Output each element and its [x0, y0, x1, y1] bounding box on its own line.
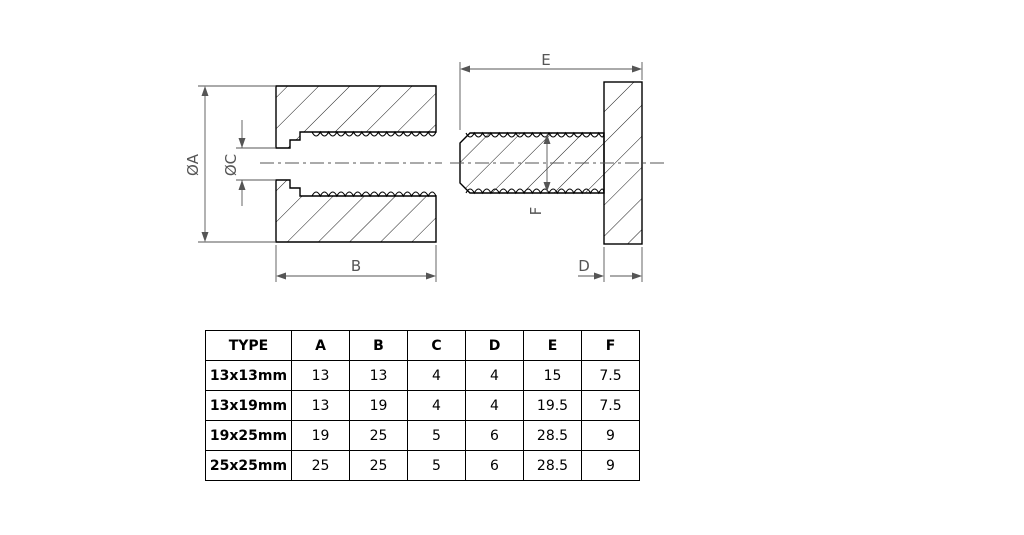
- cell-e: 19.5: [523, 390, 582, 421]
- dimension-c: [236, 120, 276, 206]
- dimension-c-label: ØC: [222, 154, 240, 176]
- table-row: 19x25mm 19 25 5 6 28.5 9: [205, 420, 640, 451]
- dimension-f: [543, 134, 551, 192]
- sleeve-internal-thread-top: [311, 130, 437, 137]
- sleeve-upper-half: [275, 85, 437, 149]
- table-row: 25x25mm 25 25 5 6 28.5 9: [205, 450, 640, 481]
- cell-b: 19: [349, 390, 408, 421]
- sleeve-internal-thread-bottom: [311, 191, 437, 198]
- dimension-a: [198, 85, 276, 243]
- dimension-f-label: F: [527, 207, 545, 216]
- cell-f: 9: [581, 420, 640, 451]
- cell-d: 4: [465, 360, 524, 391]
- header-b: B: [349, 330, 408, 361]
- table-row: 13x19mm 13 19 4 4 19.5 7.5: [205, 390, 640, 421]
- cell-e: 28.5: [523, 450, 582, 481]
- table-row: 13x13mm 13 13 4 4 15 7.5: [205, 360, 640, 391]
- screw-external-thread-bottom: [465, 188, 605, 195]
- table-header-row: TYPE A B C D E F: [205, 330, 640, 361]
- cell-e: 28.5: [523, 420, 582, 451]
- header-f: F: [581, 330, 640, 361]
- sleeve-section: [275, 85, 437, 243]
- cell-type: 13x13mm: [205, 360, 292, 391]
- cell-type: 13x19mm: [205, 390, 292, 421]
- cell-f: 7.5: [581, 390, 640, 421]
- cell-type: 25x25mm: [205, 450, 292, 481]
- cell-d: 6: [465, 420, 524, 451]
- cell-e: 15: [523, 360, 582, 391]
- dimensions-table: TYPE A B C D E F 13x13mm 13 13 4 4 15 7.…: [205, 330, 640, 481]
- dimension-b: [275, 245, 437, 282]
- header-d: D: [465, 330, 524, 361]
- screw-external-thread-top: [465, 131, 605, 138]
- cell-b: 25: [349, 420, 408, 451]
- cell-f: 9: [581, 450, 640, 481]
- cell-f: 7.5: [581, 360, 640, 391]
- header-type: TYPE: [205, 330, 292, 361]
- cell-c: 4: [407, 390, 466, 421]
- dimension-b-label: B: [351, 257, 361, 275]
- cell-type: 19x25mm: [205, 420, 292, 451]
- dimension-d: [578, 247, 643, 282]
- cell-a: 25: [291, 450, 350, 481]
- header-e: E: [523, 330, 582, 361]
- cell-a: 13: [291, 360, 350, 391]
- cell-c: 5: [407, 420, 466, 451]
- dimension-d-label: D: [578, 257, 590, 275]
- sleeve-lower-half: [275, 179, 437, 243]
- screw-section: [459, 81, 643, 245]
- dimension-a-label: ØA: [184, 153, 202, 176]
- cell-d: 6: [465, 450, 524, 481]
- cell-d: 4: [465, 390, 524, 421]
- cell-b: 13: [349, 360, 408, 391]
- cell-b: 25: [349, 450, 408, 481]
- technical-drawing: ØA ØC B E D F: [184, 51, 665, 282]
- cell-c: 5: [407, 450, 466, 481]
- cell-a: 13: [291, 390, 350, 421]
- cell-c: 4: [407, 360, 466, 391]
- header-c: C: [407, 330, 466, 361]
- dimension-e-label: E: [541, 51, 550, 69]
- dimension-e: [459, 62, 643, 130]
- header-a: A: [291, 330, 350, 361]
- cell-a: 19: [291, 420, 350, 451]
